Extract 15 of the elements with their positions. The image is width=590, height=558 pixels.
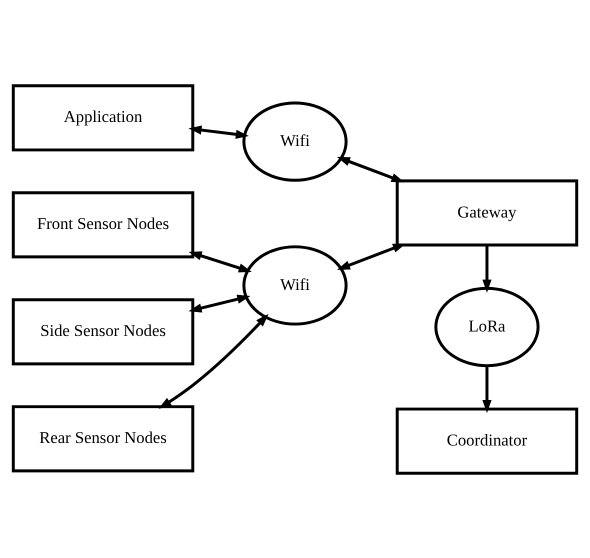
node-box: Application — [12, 84, 194, 151]
arrow — [158, 313, 269, 408]
arrow — [188, 250, 252, 272]
arrow — [188, 294, 250, 312]
node-box: Rear Sensor Nodes — [12, 404, 194, 472]
node-ellipse: LoRa — [434, 286, 540, 367]
node-ellipse: Wifi — [242, 101, 348, 182]
arrow — [482, 244, 492, 292]
node-box: Gateway — [396, 178, 578, 246]
node-box: Front Sensor Nodes — [12, 190, 194, 258]
node-box: Side Sensor Nodes — [12, 298, 194, 365]
node-box: Coordinator — [396, 407, 578, 474]
arrow — [482, 365, 492, 413]
arrow — [188, 124, 249, 138]
arrow — [336, 156, 404, 182]
